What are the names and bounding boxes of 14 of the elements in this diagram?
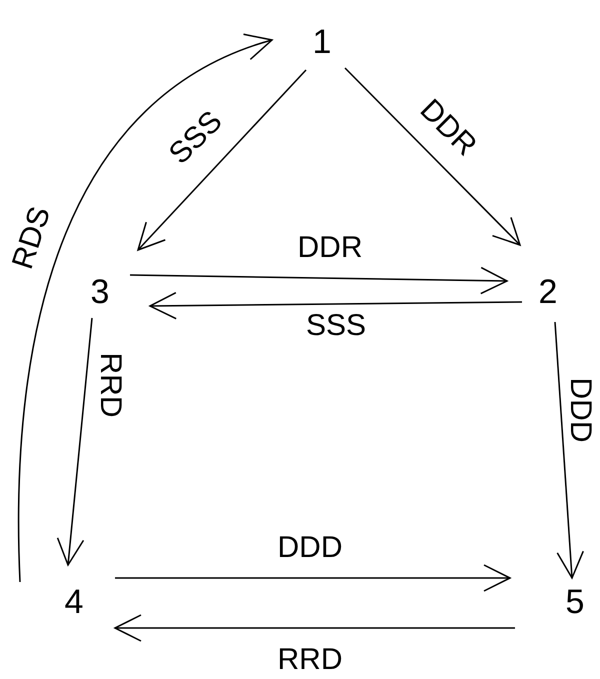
- arrow: [344, 67, 521, 246]
- arrow: [114, 614, 515, 642]
- state-label: 4: [64, 585, 84, 619]
- state-label: 3: [90, 275, 110, 309]
- arrow: [18, 36, 273, 582]
- arrow: [554, 322, 584, 579]
- arrow: [149, 292, 522, 320]
- state-label: 5: [566, 585, 584, 619]
- arrow: [56, 318, 93, 566]
- arrow: [130, 266, 508, 294]
- state-label: 1: [312, 25, 332, 59]
- state-label: 2: [538, 275, 558, 309]
- arrow: [115, 564, 511, 592]
- arrow: [137, 69, 307, 251]
